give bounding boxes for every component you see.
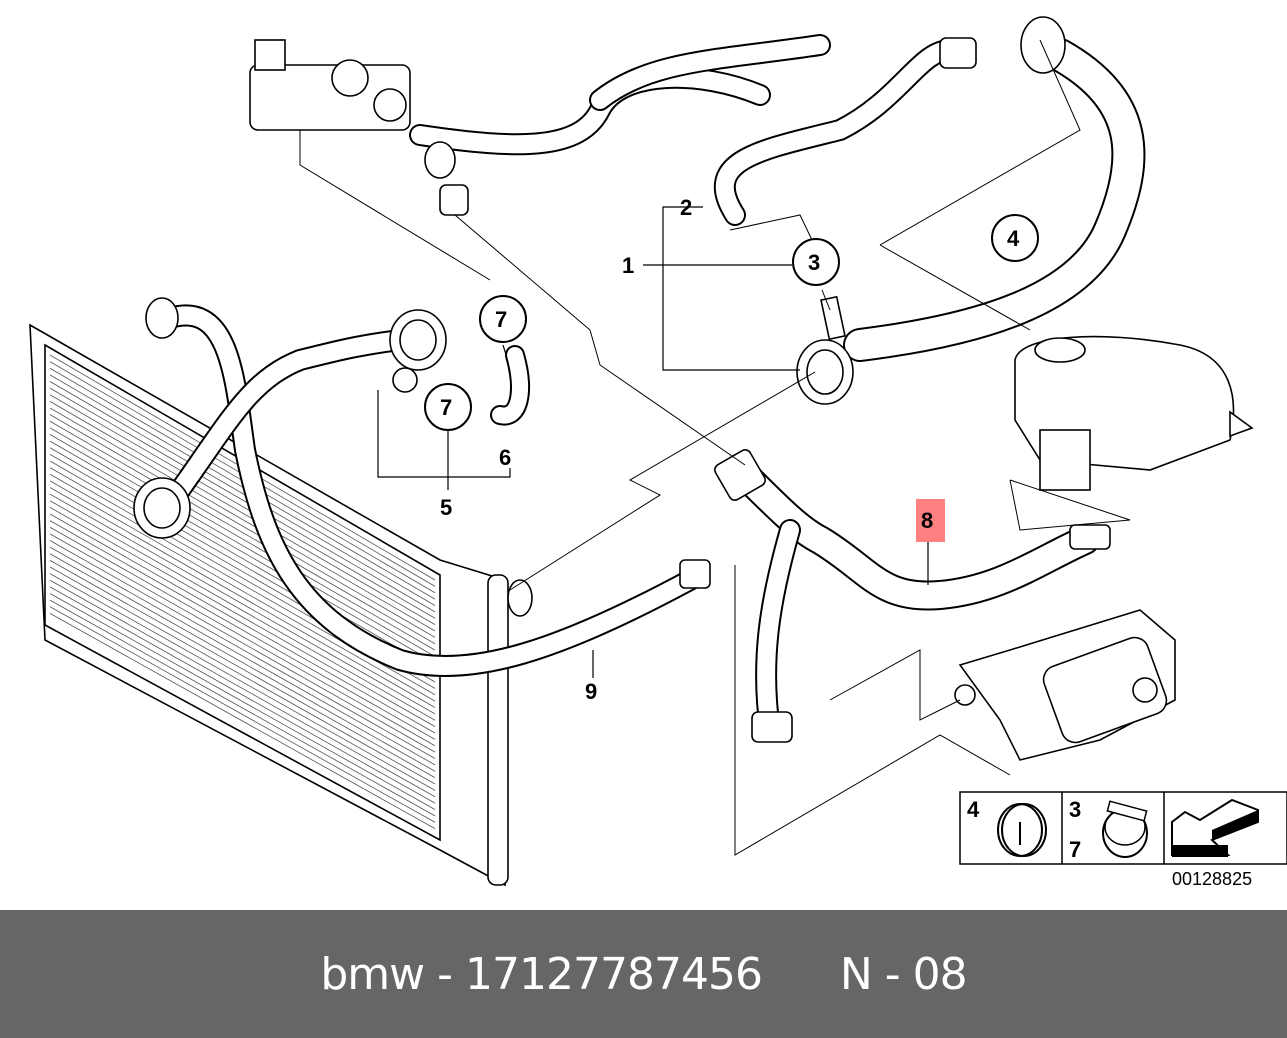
callout-label: 1: [622, 253, 634, 278]
part-info-footer: bmw - 17127787456 N - 08: [0, 910, 1287, 1038]
oil-cooler: [954, 609, 1176, 761]
radiator-fin-line: [49, 579, 436, 798]
radiator-fin-line: [49, 387, 436, 613]
radiator-fin-line: [49, 566, 436, 785]
callout-label: 4: [1007, 226, 1020, 251]
expansion-tank: [1014, 335, 1254, 491]
radiator-fin-line: [49, 573, 436, 791]
callout-9[interactable]: 9: [585, 679, 597, 704]
radiator-fin-line: [49, 480, 436, 702]
legend-number: 4: [967, 797, 980, 822]
diagram-id: 00128825: [1172, 869, 1252, 889]
radiator-fin-line: [49, 606, 436, 823]
part-number: 17127787456: [465, 948, 763, 1000]
brand-name: bmw: [320, 948, 425, 1000]
callout-8-highlighted[interactable]: 8: [916, 499, 945, 542]
legend-box: 4 3 7 00128825: [959, 791, 1287, 889]
callout-label: 6: [499, 445, 511, 470]
hose-2: [713, 37, 977, 226]
radiator-fin-line: [49, 427, 436, 651]
radiator-fin-line: [49, 407, 436, 632]
radiator-fin-line: [49, 500, 436, 721]
hose-6: [490, 345, 530, 426]
radiator-fin-line: [49, 513, 436, 734]
hose-8: [714, 449, 1111, 743]
radiator-fin-line: [49, 553, 436, 772]
callout-5[interactable]: 5: [440, 495, 452, 520]
callout-label: 5: [440, 495, 452, 520]
callout-label: 9: [585, 679, 597, 704]
callout-label: 8: [921, 508, 933, 533]
callout-2[interactable]: 2: [680, 195, 692, 220]
radiator-upper-hose: [133, 297, 711, 678]
legend-number: 7: [1069, 837, 1081, 862]
parts-diagram: 1 2 3 4 5 6 7 7 8 9 4: [29, 16, 1287, 889]
radiator-fin-line: [49, 533, 436, 753]
radiator-fin-line: [49, 487, 436, 708]
position-number: 08: [912, 948, 968, 1000]
thermostat-housing: [249, 34, 831, 216]
callout-7-lower[interactable]: 7: [424, 383, 472, 431]
position-prefix: N: [839, 948, 873, 1000]
radiator-fin-line: [49, 526, 436, 747]
radiator-fin-line: [49, 447, 436, 670]
radiator-fin-line: [49, 414, 436, 638]
radiator-fin-line: [49, 613, 436, 829]
callout-label: 2: [680, 195, 692, 220]
radiator-fin-line: [49, 546, 436, 766]
callout-3[interactable]: 3: [792, 238, 840, 286]
separator: -: [884, 948, 901, 1000]
radiator-fin-line: [49, 394, 436, 619]
radiator-fin-line: [49, 593, 436, 810]
callout-label: 3: [808, 250, 820, 275]
clamp-ring-icon: [997, 803, 1047, 857]
leader-lines: [299, 39, 1131, 856]
radiator-fin-line: [49, 401, 436, 625]
radiator-fin-line: [49, 381, 436, 606]
radiator-fin-line: [49, 493, 436, 715]
radiator-fin-line: [49, 420, 436, 645]
callout-label: 7: [495, 307, 507, 332]
radiator-fin-line: [49, 599, 436, 817]
callout-label: 7: [440, 395, 452, 420]
hose-clamp-icon: [1102, 800, 1148, 858]
callout-1[interactable]: 1: [622, 253, 634, 278]
radiator-fin-line: [49, 434, 436, 657]
direction-arrow-icon: [1171, 798, 1259, 857]
radiator-fin-line: [49, 586, 436, 804]
separator: -: [437, 948, 453, 1000]
radiator-fin-line: [49, 520, 436, 740]
radiator-fin-line: [49, 560, 436, 778]
legend-number: 3: [1069, 797, 1081, 822]
callout-7-upper[interactable]: 7: [479, 295, 527, 343]
bracket-lines: [377, 206, 929, 678]
radiator-fin-line: [49, 507, 436, 727]
hose-4: [796, 16, 1146, 405]
radiator-fin-line: [49, 440, 436, 664]
callout-6[interactable]: 6: [499, 445, 511, 470]
callout-4[interactable]: 4: [991, 214, 1039, 262]
radiator-fin-line: [49, 540, 436, 759]
